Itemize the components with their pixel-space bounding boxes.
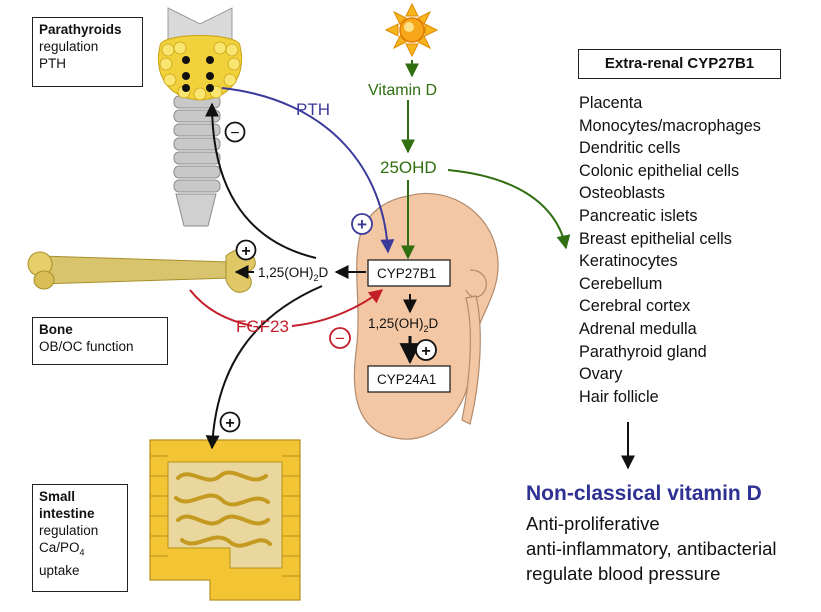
svg-text:−: −: [230, 125, 239, 142]
calcitriol-end: D: [319, 265, 329, 280]
list-item: Monocytes/macrophages: [579, 116, 761, 135]
intestine-title-2: intestine: [39, 506, 95, 521]
cyp24a1-label: CYP24A1: [377, 372, 436, 387]
list-item: Parathyroid gland: [579, 342, 707, 361]
calcitriol-subscript: 2: [424, 324, 429, 334]
bone-to-fgf23-line: [189, 289, 253, 327]
extra-renal-tissue-list: Placenta Monocytes/macrophages Dendritic…: [579, 92, 761, 408]
parathyroids-line1: regulation: [39, 39, 99, 54]
bone-title: Bone: [39, 322, 73, 337]
non-classical-effect-2: anti-inflammatory, antibacterial: [526, 538, 777, 559]
intestine-title-1: Small: [39, 489, 76, 504]
list-item: Pancreatic islets: [579, 206, 698, 225]
parathyroids-line2: PTH: [39, 56, 66, 71]
25ohd-label: 25OHD: [380, 158, 437, 177]
intestine-plus-sign: +: [219, 411, 241, 433]
list-item: Breast epithelial cells: [579, 229, 732, 248]
cyp27b1-label: CYP27B1: [377, 266, 436, 281]
list-item: Hair follicle: [579, 387, 659, 406]
parathyroid-trachea-illustration: [157, 7, 243, 227]
svg-text:+: +: [225, 415, 234, 432]
svg-text:+: +: [421, 343, 430, 360]
cyp24a1-box: CYP24A1: [367, 365, 451, 393]
intestine-line3: uptake: [39, 562, 80, 578]
non-classical-title: Non-classical vitamin D: [526, 482, 762, 505]
parathyroids-box: Parathyroids regulation PTH: [32, 17, 143, 87]
non-classical-effect-3: regulate blood pressure: [526, 563, 721, 584]
list-item: Dendritic cells: [579, 139, 681, 158]
svg-text:+: +: [357, 215, 367, 234]
list-item: Keratinocytes: [579, 252, 678, 271]
non-classical-effect-1: Anti-proliferative: [526, 513, 660, 534]
cyp27b1-box: CYP27B1: [367, 259, 451, 287]
fgf23-to-cyp27b1-arrow: [291, 289, 384, 327]
fgf23-label: FGF23: [236, 317, 289, 336]
bone-box: Bone OB/OC function: [32, 317, 168, 365]
vitamin-d-label: Vitamin D: [368, 82, 437, 99]
list-item: Colonic epithelial cells: [579, 161, 740, 180]
list-item: Osteoblasts: [579, 184, 665, 203]
pth-plus-sign: +: [351, 213, 373, 235]
list-item: Placenta: [579, 94, 643, 112]
list-item: Cerebral cortex: [579, 297, 691, 316]
parathyroid-minus-sign: −: [224, 121, 246, 143]
calcitriol-subscript: 2: [314, 273, 319, 283]
bone-line1: OB/OC function: [39, 339, 134, 354]
cyp24a1-plus-sign: +: [415, 339, 437, 361]
25ohd-to-extra-renal-arrow: [447, 169, 571, 250]
svg-text:+: +: [241, 243, 250, 260]
list-item: Cerebellum: [579, 274, 663, 293]
calcitriol-end: D: [429, 316, 439, 331]
svg-text:−: −: [335, 329, 345, 348]
list-item: Adrenal medulla: [579, 319, 697, 338]
intestine-line1: regulation: [39, 523, 99, 538]
intestine-line2: Ca/PO4: [39, 540, 85, 558]
calcitriol-main: 1,25(OH): [368, 316, 424, 331]
list-item: Ovary: [579, 365, 623, 384]
extra-renal-title: Extra-renal CYP27B1: [578, 49, 781, 79]
pth-label: PTH: [296, 100, 330, 119]
calcitriol-label-kidney: 1,25(OH)2D: [368, 316, 439, 334]
sun-icon: [384, 2, 439, 58]
fgf23-minus-sign: −: [329, 327, 351, 349]
calcitriol-label-left: 1,25(OH)2D: [258, 265, 329, 283]
calcitriol-to-intestine-arrow: [205, 285, 323, 450]
small-intestine-box: Small intestine regulation Ca/PO4 uptake: [32, 484, 128, 592]
bone-plus-sign: +: [235, 239, 257, 261]
calcitriol-main: 1,25(OH): [258, 265, 314, 280]
bone-illustration: [27, 249, 256, 293]
calcitriol-to-parathyroid-inhibit-arrow: [205, 102, 317, 259]
parathyroids-title: Parathyroids: [39, 22, 122, 37]
intestine-illustration: [149, 439, 301, 601]
pth-to-cyp27b1-arrow: [221, 87, 395, 254]
